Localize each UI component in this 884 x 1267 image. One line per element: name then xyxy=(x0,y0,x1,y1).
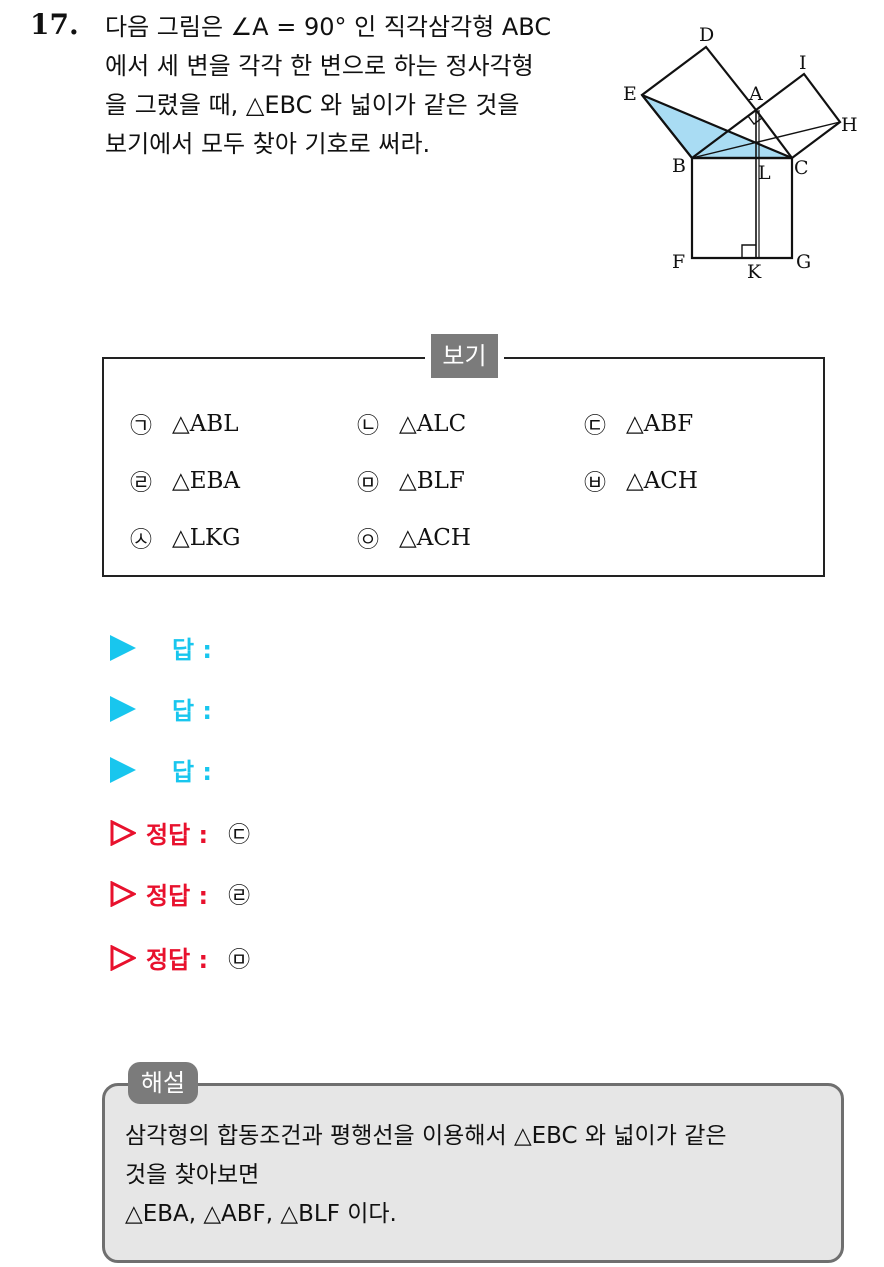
choice-text: △ACH xyxy=(626,468,698,494)
choice-mark: ㉦ xyxy=(130,528,153,553)
label-g: G xyxy=(796,251,811,273)
answer-label: 답 : xyxy=(172,697,213,725)
label-a: A xyxy=(748,83,763,105)
correct-value: ㉤ xyxy=(228,947,251,973)
answer-blank-row: 답 : xyxy=(110,691,212,726)
right-angle-mark-a xyxy=(747,115,763,125)
correct-answer-row: 정답 : ㉢ xyxy=(110,815,250,850)
question-line: 보기에서 모두 찾아 기호로 써라. xyxy=(105,130,431,158)
choice-mark: ㉡ xyxy=(357,414,380,439)
segment-ec xyxy=(641,94,793,159)
correct-answer-row: 정답 : ㉣ xyxy=(110,876,250,911)
choice-text: △BLF xyxy=(399,468,465,494)
label-d: D xyxy=(699,24,714,46)
square-bfgc xyxy=(690,156,794,260)
question-line: 다음 그림은 ∠A = 90° 인 직각삼각형 ABC xyxy=(105,13,552,41)
outline-triangle-icon xyxy=(110,944,136,971)
choice-mark: ㉣ xyxy=(130,471,153,496)
label-i: I xyxy=(799,52,807,74)
filled-triangle-icon xyxy=(110,695,136,722)
label-b: B xyxy=(672,155,686,177)
answer-blank-row: 답 : xyxy=(110,630,212,665)
explanation-box xyxy=(102,1083,844,1263)
choice-text: △EBA xyxy=(172,468,240,494)
choice-item: ㉥ △ACH xyxy=(584,465,698,497)
correct-answer-row: 정답 : ㉤ xyxy=(110,940,250,975)
choice-item: ㉧ △ACH xyxy=(357,522,471,554)
label-l: L xyxy=(758,162,771,184)
choice-item: ㉠ △ABL xyxy=(130,408,238,440)
choice-mark: ㉢ xyxy=(584,414,607,439)
explanation-title: 해설 xyxy=(128,1062,198,1104)
square-acih xyxy=(754,72,842,160)
question-line: 에서 세 변을 각각 한 변으로 하는 정사각형 xyxy=(105,52,534,80)
choice-item: ㉣ △EBA xyxy=(130,465,240,497)
correct-label: 정답 : xyxy=(146,821,209,849)
right-angle-mark-k xyxy=(741,244,756,258)
label-c: C xyxy=(794,157,809,179)
question-line: 을 그렸을 때, △EBC 와 넓이가 같은 것을 xyxy=(105,91,520,119)
explanation-text: 삼각형의 합동조건과 평행선을 이용해서 △EBC 와 넓이가 같은 것을 찾아… xyxy=(125,1117,835,1234)
choice-item: ㉤ △BLF xyxy=(357,465,465,497)
label-h: H xyxy=(841,114,858,136)
explanation-line: 삼각형의 합동조건과 평행선을 이용해서 △EBC 와 넓이가 같은 xyxy=(125,1123,727,1149)
filled-triangle-icon xyxy=(110,634,136,661)
choice-text: △ABF xyxy=(626,411,694,437)
answer-blank-row: 답 : xyxy=(110,752,212,787)
correct-value: ㉣ xyxy=(228,883,251,909)
bogi-title: 보기 xyxy=(431,334,498,378)
choice-text: △ABL xyxy=(172,411,239,437)
segment-bh xyxy=(691,121,841,159)
choice-mark: ㉤ xyxy=(357,471,380,496)
label-e: E xyxy=(623,83,637,105)
outline-triangle-icon xyxy=(110,880,136,907)
choice-text: △ALC xyxy=(399,411,467,437)
correct-label: 정답 : xyxy=(146,946,209,974)
question-number: 17. xyxy=(30,8,79,41)
choice-item: ㉢ △ABF xyxy=(584,408,693,440)
question-text: 다음 그림은 ∠A = 90° 인 직각삼각형 ABC 에서 세 변을 각각 한… xyxy=(105,8,590,164)
explanation-line: △EBA, △ABF, △BLF 이다. xyxy=(125,1201,397,1227)
explanation-line: 것을 찾아보면 xyxy=(125,1162,260,1188)
outline-triangle-icon xyxy=(110,819,136,846)
choice-mark: ㉠ xyxy=(130,414,153,439)
answer-label: 답 : xyxy=(172,636,213,664)
answer-label: 답 : xyxy=(172,758,213,786)
square-abed xyxy=(640,45,758,160)
choice-item: ㉦ △LKG xyxy=(130,522,241,554)
choice-item: ㉡ △ALC xyxy=(357,408,466,440)
choice-mark: ㉧ xyxy=(357,528,380,553)
choice-mark: ㉥ xyxy=(584,471,607,496)
choice-text: △LKG xyxy=(172,525,241,551)
geometry-figure: D I A E H B L C F K G xyxy=(623,24,858,283)
label-k: K xyxy=(747,261,762,283)
correct-label: 정답 : xyxy=(146,882,209,910)
correct-value: ㉢ xyxy=(228,822,251,848)
choice-text: △ACH xyxy=(399,525,471,551)
label-f: F xyxy=(672,251,685,273)
filled-triangle-icon xyxy=(110,756,136,783)
